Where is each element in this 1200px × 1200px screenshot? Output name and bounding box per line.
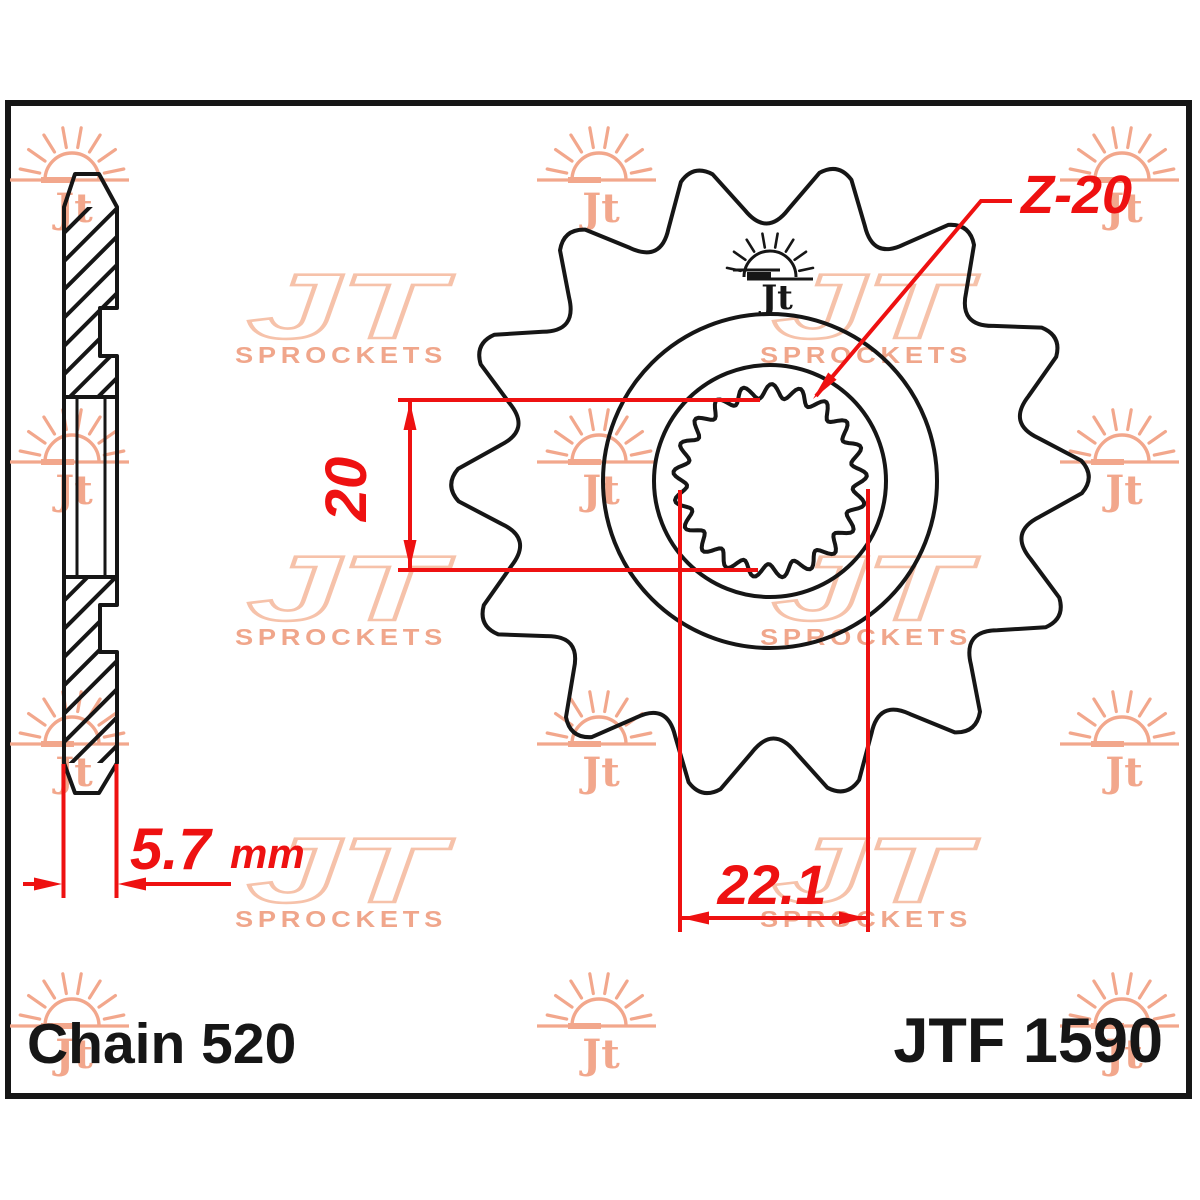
hub-inner-circle xyxy=(652,363,888,599)
logo-jt-text: JT xyxy=(772,548,979,640)
dimension-thickness: 5.7 mm xyxy=(23,764,305,898)
spline-bore-outline xyxy=(671,382,869,580)
watermark-sun-icon: Jt xyxy=(537,972,656,1078)
sprocket-teeth-outline xyxy=(449,166,1091,796)
upper-hatch-region xyxy=(64,207,117,395)
sun-glyph-text: Jt xyxy=(579,1031,620,1078)
dimension-teeth-leader: Z-20 xyxy=(813,165,1132,399)
watermark-sun-icon: Jt xyxy=(1060,126,1179,232)
bore-diameter-label: 20 xyxy=(314,457,379,523)
watermark-sun-icon: Jt xyxy=(537,408,656,514)
watermark-sun-icon: Jt xyxy=(1060,690,1179,796)
watermark-sun-icon: Jt xyxy=(10,972,129,1078)
logo-jt-text: JT xyxy=(247,830,454,922)
sun-rays xyxy=(545,972,653,1021)
sun-glyph-text: Jt xyxy=(1102,467,1143,514)
sun-glyph-text: Jt xyxy=(52,1031,93,1078)
thickness-value-label: 5.7 xyxy=(130,817,213,882)
sun-glyph-text: Jt xyxy=(1102,749,1143,796)
dimension-spline-od: 22.1 xyxy=(678,489,870,932)
spline-od-label: 22.1 xyxy=(717,853,827,916)
logo-sprockets-text: SPROCKETS xyxy=(235,906,447,930)
logo-sprockets-text: SPROCKETS xyxy=(760,342,972,366)
front-view: Jt xyxy=(449,166,1091,796)
logo-sprockets-text: SPROCKETS xyxy=(235,624,447,648)
jt-sun-stamp: Jt xyxy=(725,232,815,318)
watermark-jt-logo: JT SPROCKETS xyxy=(235,830,456,930)
part-number-label: JTF 1590 xyxy=(893,1006,1163,1076)
chain-size-label: Chain 520 xyxy=(27,1012,297,1076)
sun-rays xyxy=(1068,690,1176,739)
sun-glyph-text: Jt xyxy=(579,185,620,232)
watermark-jt-logo: JT SPROCKETS xyxy=(760,266,981,366)
logo-jt-text: JT xyxy=(247,548,454,640)
stamp-glyph-text: Jt xyxy=(758,278,793,318)
logo-sprockets-text: SPROCKETS xyxy=(760,624,972,648)
teeth-count-label: Z-20 xyxy=(1019,165,1132,225)
side-view-outline xyxy=(62,172,119,795)
sun-rays xyxy=(1068,972,1176,1021)
sun-rays xyxy=(18,972,126,1021)
sun-glyph-text: Jt xyxy=(579,749,620,796)
watermark-sun-icon: Jt xyxy=(537,126,656,232)
sun-rays xyxy=(18,126,126,175)
dimension-bore: 20 xyxy=(314,398,760,572)
sun-rays xyxy=(545,126,653,175)
side-view-bore-lines xyxy=(62,395,119,579)
watermark-jt-logo: JT SPROCKETS xyxy=(235,548,456,648)
logo-jt-text: JT xyxy=(247,266,454,358)
watermark-jt-logo: JT SPROCKETS xyxy=(235,266,456,366)
logo-jt-text: JT xyxy=(772,830,979,922)
lower-hatch-region xyxy=(64,579,117,763)
sun-glyph-text: Jt xyxy=(52,467,93,514)
sun-glyph-text: Jt xyxy=(1102,1031,1143,1078)
sun-rays xyxy=(545,408,653,457)
watermark-sun-icon: Jt xyxy=(1060,972,1179,1078)
sun-glyph-text: Jt xyxy=(1102,185,1143,232)
hub-outer-circle xyxy=(601,312,939,650)
logo-sprockets-text: SPROCKETS xyxy=(235,342,447,366)
sun-rays xyxy=(1068,126,1176,175)
side-view xyxy=(62,172,119,795)
drawing-frame xyxy=(5,100,1192,1099)
logo-jt-text: JT xyxy=(772,266,979,358)
sun-glyph-text: Jt xyxy=(579,467,620,514)
sun-rays xyxy=(1068,408,1176,457)
thickness-unit-label: mm xyxy=(230,830,305,877)
watermark-jt-logo: JT SPROCKETS xyxy=(760,548,981,648)
